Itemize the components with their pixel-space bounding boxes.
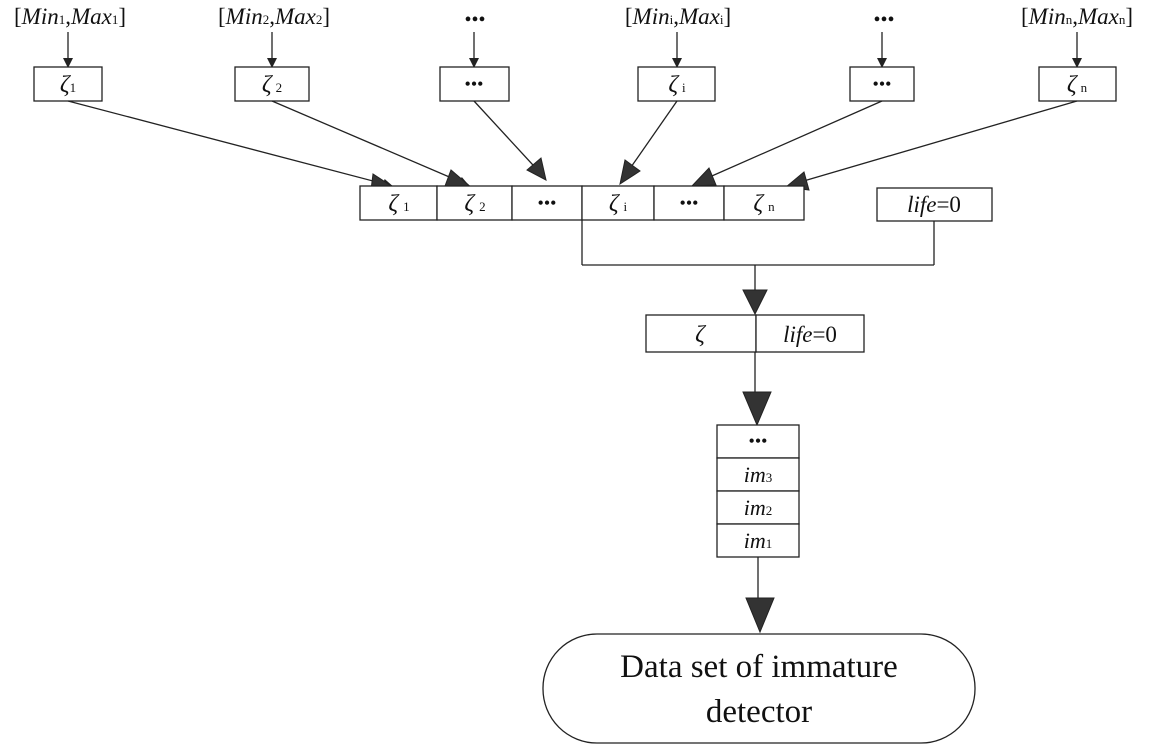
stack-label-im2: im2 [744, 495, 773, 520]
diag-arrow-2 [271, 100, 469, 187]
range-label-1: [Min1,Max1] [14, 4, 126, 29]
gene-ellipsis-2: ••• [873, 74, 892, 94]
output-line-2: detector [706, 694, 812, 730]
stack-label-im3: im3 [744, 462, 773, 487]
output-terminal [542, 633, 976, 744]
range-ellipsis-1: ••• [464, 9, 485, 31]
range-to-gene-arrows [63, 32, 1082, 68]
combined-ellipsis-1: ••• [538, 193, 557, 213]
gene-ellipsis-1: ••• [465, 74, 484, 94]
combined-ellipsis-2: ••• [680, 193, 699, 213]
arrowhead-5 [690, 167, 717, 187]
arrowhead-2 [444, 169, 474, 189]
detector-box: ζ life=0 [645, 314, 865, 353]
diag-arrow-3 [473, 100, 545, 178]
detector-cell-life [755, 314, 865, 353]
stack-label-im1: im1 [744, 528, 773, 553]
stack-cell-ellipsis [716, 424, 800, 459]
range-label-2: [Min2,Max2] [218, 4, 330, 29]
arrowhead-3 [526, 157, 547, 181]
life-box [876, 187, 993, 222]
gene-box-3 [439, 66, 510, 102]
range-label-n: [Minn,Maxn] [1021, 4, 1133, 29]
detector-life-label: life=0 [783, 322, 837, 347]
immature-stack: ••• im3 im2 im1 [716, 424, 800, 558]
detector-zeta-label: ζ [695, 322, 707, 348]
diag-arrow-5 [695, 100, 883, 184]
gene-box-2 [234, 66, 310, 102]
range-labels: [Min1,Max1] [Min2,Max2] ••• [Mini,Maxi] … [14, 4, 1133, 31]
merge-connector [581, 220, 935, 316]
diag-arrow-1 [67, 100, 393, 189]
merge-arrowhead [742, 289, 768, 316]
gene-to-combined-arrows [67, 100, 1078, 191]
life-box-label: life=0 [907, 192, 961, 217]
gene-box-5 [849, 66, 915, 102]
stack-to-output-arrowhead [745, 597, 775, 634]
combined-cell-2 [436, 185, 513, 221]
stack-cell-im3 [716, 457, 800, 492]
output-line-1: Data set of immature [620, 649, 898, 685]
range-label-i: [Mini,Maxi] [625, 4, 731, 29]
gene-box-n [1038, 66, 1117, 102]
stack-cell-im1 [716, 523, 800, 558]
stack-ellipsis: ••• [749, 431, 768, 451]
range-ellipsis-2: ••• [873, 9, 894, 31]
combined-cell-n [723, 185, 805, 221]
combined-cell-1 [359, 185, 438, 221]
diag-arrow-n [789, 100, 1078, 188]
detector-to-stack-arrowhead [742, 391, 772, 427]
gene-label-1: ζ1 [60, 72, 76, 98]
arrowhead-i [619, 159, 641, 186]
combined-cell-i [581, 185, 655, 221]
detector-cell-zeta [645, 314, 757, 353]
